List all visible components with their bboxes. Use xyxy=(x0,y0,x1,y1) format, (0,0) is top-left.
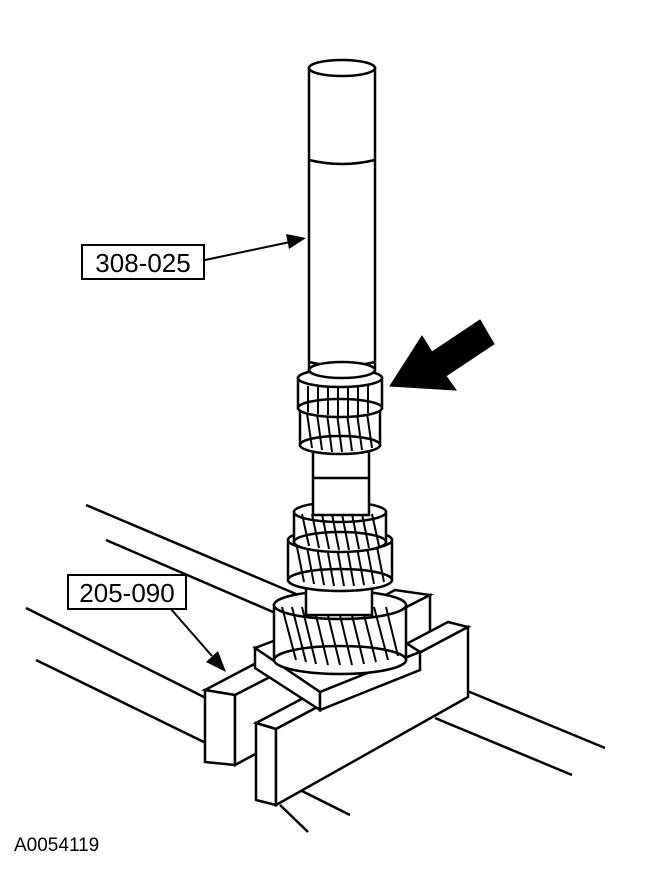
callout-205-090-label: 205-090 xyxy=(79,578,174,608)
figure-id: A0054119 xyxy=(14,835,99,856)
callout-205-090: 205-090 xyxy=(67,574,187,610)
bearing-arrow-icon xyxy=(389,319,495,391)
bench-lines xyxy=(25,503,606,833)
callout-308-025: 308-025 xyxy=(81,244,205,280)
installer-tool xyxy=(307,58,377,380)
callout-308-025-label: 308-025 xyxy=(95,248,190,278)
leader-205-090 xyxy=(169,607,226,672)
leader-308-025 xyxy=(204,234,306,261)
